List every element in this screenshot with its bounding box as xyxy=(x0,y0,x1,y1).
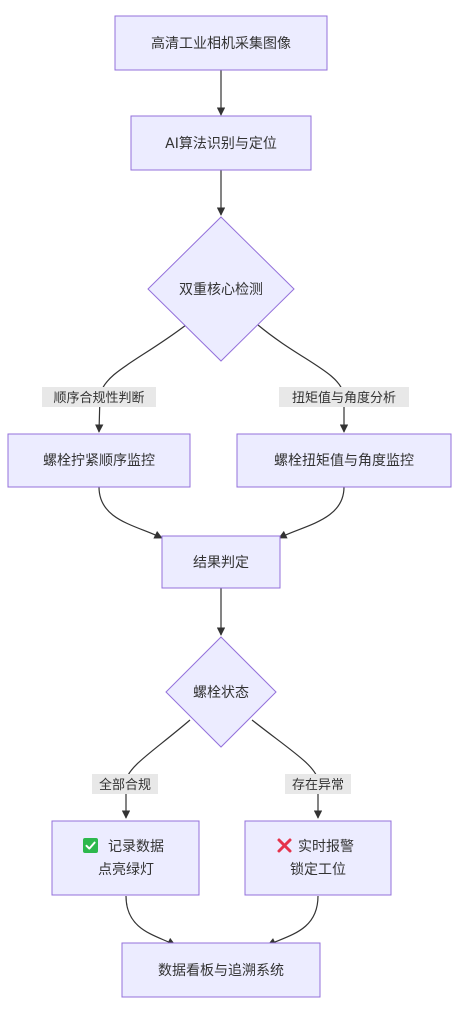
node-dual-check-label: 双重核心检测 xyxy=(179,282,263,298)
check-mark-button-icon xyxy=(83,838,98,853)
edge-label-abnormal-text: 存在异常 xyxy=(292,778,344,793)
edge-label-torque-analysis: 扭矩值与角度分析 xyxy=(279,387,409,407)
node-bolt-status-label: 螺栓状态 xyxy=(193,685,249,701)
node-torque-monitor-label: 螺栓扭矩值与角度监控 xyxy=(274,453,414,469)
node-alarm-line1: 实时报警 xyxy=(298,839,354,855)
edge-status-to-record xyxy=(121,719,191,819)
node-ai-recognition: AI算法识别与定位 xyxy=(130,115,312,171)
node-bolt-status: 螺栓状态 xyxy=(165,636,277,748)
node-dashboard-label: 数据看板与追溯系统 xyxy=(158,963,284,979)
node-capture: 高清工业相机采集图像 xyxy=(114,15,328,71)
node-record-data: 记录数据 点亮绿灯 xyxy=(51,820,200,896)
edge-label-all-compliant-text: 全部合规 xyxy=(99,777,151,793)
node-result: 结果判定 xyxy=(161,535,281,589)
node-record-line1: 记录数据 xyxy=(108,839,164,855)
edge-alarm-to-dashboard xyxy=(267,895,319,946)
node-dual-check: 双重核心检测 xyxy=(147,216,295,362)
node-sequence-monitor: 螺栓拧紧顺序监控 xyxy=(7,433,191,488)
node-alarm: 实时报警 锁定工位 xyxy=(244,820,392,896)
edge-status-to-alarm xyxy=(251,719,323,819)
node-sequence-monitor-label: 螺栓拧紧顺序监控 xyxy=(43,453,155,469)
edge-record-to-dashboard xyxy=(125,895,176,946)
edge-label-all-compliant: 全部合规 xyxy=(92,774,158,794)
edge-label-sequence-check-text: 顺序合规性判断 xyxy=(53,391,144,406)
node-result-label: 结果判定 xyxy=(193,555,249,571)
edge-label-abnormal: 存在异常 xyxy=(285,774,351,794)
node-record-line2: 点亮绿灯 xyxy=(98,861,154,878)
node-dashboard: 数据看板与追溯系统 xyxy=(121,942,321,998)
edge-sequence-to-result xyxy=(98,486,163,539)
node-ai-label: AI算法识别与定位 xyxy=(165,136,277,152)
node-alarm-line2: 锁定工位 xyxy=(290,862,346,878)
edge-label-torque-analysis-text: 扭矩值与角度分析 xyxy=(292,390,396,406)
cross-mark-icon xyxy=(277,838,292,853)
edge-dual-check-to-sequence xyxy=(95,324,187,433)
edge-label-sequence-check: 顺序合规性判断 xyxy=(42,387,156,407)
edge-torque-to-result xyxy=(278,486,345,539)
node-torque-monitor: 螺栓扭矩值与角度监控 xyxy=(236,433,452,488)
node-capture-label: 高清工业相机采集图像 xyxy=(151,35,291,52)
edge-dual-check-to-torque xyxy=(257,324,349,433)
